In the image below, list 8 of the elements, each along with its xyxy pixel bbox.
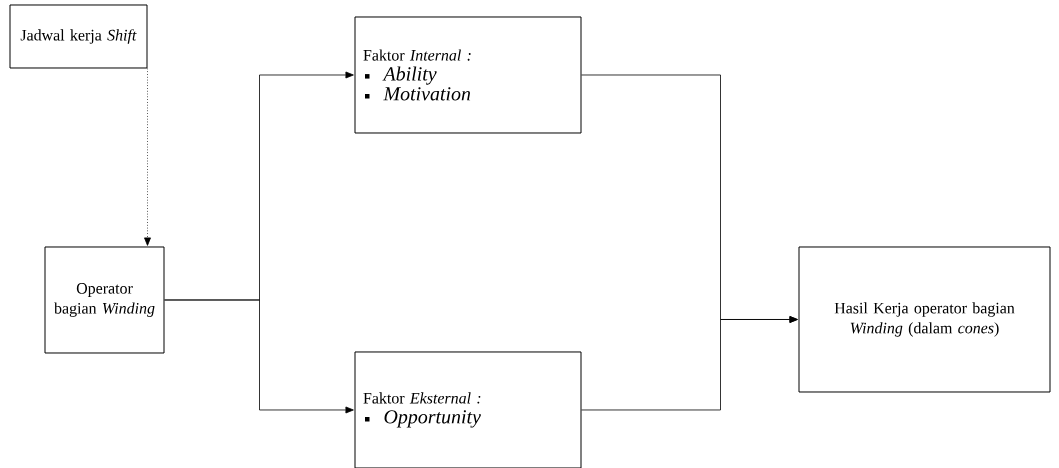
process-box: Operator bagian Winding <box>44 246 165 354</box>
arrow <box>581 316 798 411</box>
process-box: Hasil Kerja operator bagian Winding (dalam cones) <box>798 246 1051 393</box>
process-box: Faktor Eksternal : Opportunity <box>354 351 582 468</box>
process-box: Faktor Internal : Ability Motivation <box>354 16 582 134</box>
arrow <box>144 68 151 246</box>
arrow <box>164 299 354 414</box>
process-box: Jadwal kerja Shift <box>9 4 148 69</box>
